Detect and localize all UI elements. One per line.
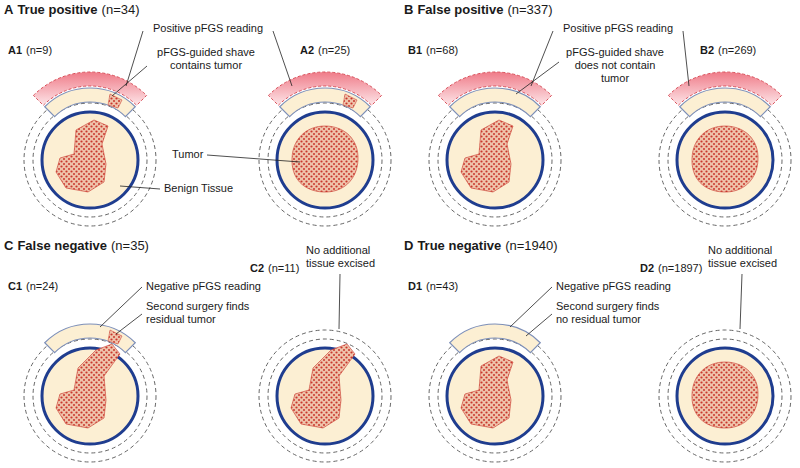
panel-letter: B [404, 2, 413, 18]
subpanel-id: B1 [408, 44, 422, 57]
subpanel-id: B2 [700, 44, 714, 57]
panel-count: (n=1940) [505, 238, 557, 254]
callout-label: Positive pFGS reading [146, 22, 270, 35]
callout-label: Negative pFGS reading [146, 280, 261, 293]
subpanel-count: (n=25) [318, 44, 350, 57]
subpanel-id: D1 [408, 280, 422, 293]
callout-label: Second surgery finds residual tumor [146, 300, 258, 326]
subpanel-count: (n=269) [718, 44, 756, 57]
panel-count: (n=34) [102, 2, 140, 18]
callout-label: Benign Tissue [164, 182, 233, 195]
panel-title: False negative [17, 238, 107, 254]
subpanel-count: (n=9) [26, 44, 52, 57]
panel-title: True negative [417, 238, 501, 254]
callout-label: Negative pFGS reading [556, 280, 671, 293]
subpanel-count: (n=68) [426, 44, 458, 57]
callout-label: No additional tissue excised [306, 244, 390, 270]
panel-letter: D [404, 238, 413, 254]
subpanel-count: (n=43) [426, 280, 458, 293]
panel-count: (n=35) [111, 238, 149, 254]
callout-label: No additional tissue excised [708, 244, 792, 270]
panel-title: False positive [417, 2, 503, 18]
subpanel-id: C1 [8, 280, 22, 293]
subpanel-id: A1 [8, 44, 22, 57]
panel-count: (n=337) [507, 2, 552, 18]
subpanel-count: (n=11) [268, 262, 299, 275]
callout-label: Second surgery finds no residual tumor [556, 300, 668, 326]
callout-label: pFGS-guided shave contains tumor [150, 46, 262, 72]
subpanel-id: D2 [640, 262, 654, 275]
subpanel-id: C2 [250, 262, 264, 275]
panel-letter: C [4, 238, 13, 254]
panel-title: True positive [17, 2, 97, 18]
subpanel-id: A2 [300, 44, 314, 57]
callout-label: Positive pFGS reading [556, 22, 680, 35]
subpanel-count: (n=24) [26, 280, 58, 293]
callout-label: Tumor [172, 148, 203, 161]
panel-letter: A [4, 2, 13, 18]
subpanel-count: (n=1897) [658, 262, 702, 275]
callout-label: pFGS-guided shave does not contain tumor [563, 46, 667, 85]
